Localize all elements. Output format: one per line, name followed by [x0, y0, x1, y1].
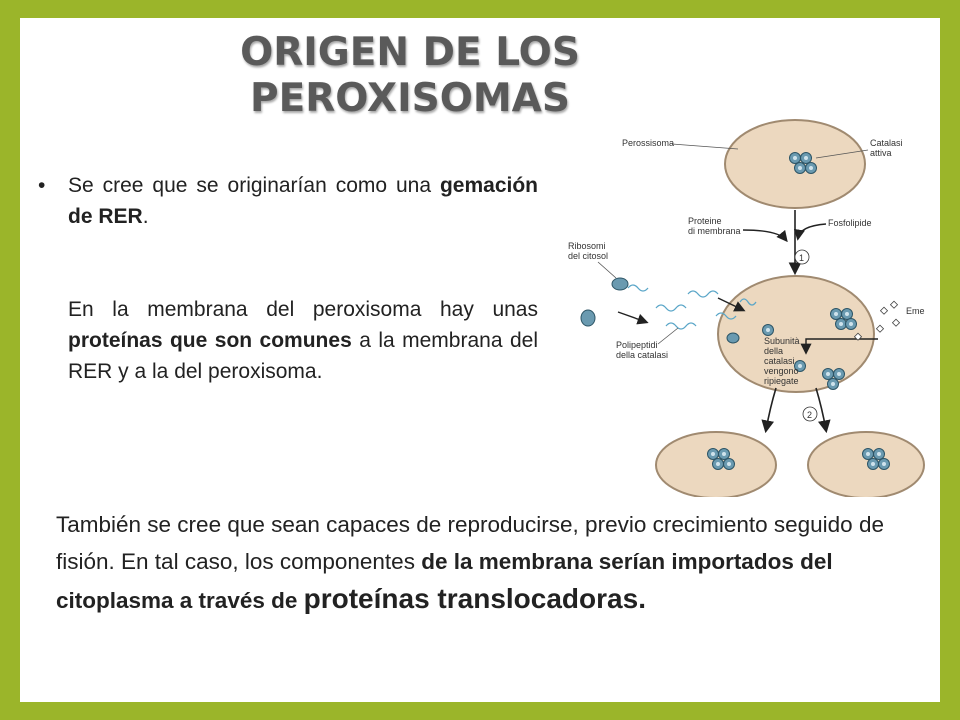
label-subunita-2: della — [764, 346, 783, 356]
top-peroxisome — [724, 119, 866, 209]
title-line-2: PEROXISOMAS — [250, 76, 570, 121]
step-2-label: 2 — [807, 410, 812, 420]
p1-text-before: Se cree que se originarían como una — [68, 174, 440, 197]
bullet-marker: • — [38, 174, 46, 197]
p3-bold-1: de la membrana serían importados del cit… — [56, 549, 833, 613]
p2-text-1: En la membrana del peroxisoma hay unas — [68, 298, 538, 321]
ribosomes — [580, 277, 740, 344]
label-polipeptidi-2: della catalasi — [616, 350, 668, 360]
p3-text-end: . — [638, 583, 646, 614]
label-catalasi-1: Catalasi — [870, 138, 903, 148]
heme-molecules — [853, 300, 901, 341]
slide-title: ORIGEN DE LOS PEROXISOMAS — [210, 30, 610, 122]
membrane-paragraph: En la membrana del peroxisoma hay unas p… — [68, 294, 538, 387]
label-fosfolipide: Fosfolipide — [828, 218, 872, 228]
label-subunita-5: ripiegate — [764, 376, 799, 386]
p1-text-after: . — [142, 205, 149, 228]
p2-text-2: a la membrana del RER y a la del peroxis… — [68, 329, 538, 383]
step-1-label: 1 — [799, 253, 804, 263]
bullet-paragraph: • Se cree que se originarían como una ge… — [38, 170, 538, 232]
label-proteine-1: Proteine — [688, 216, 722, 226]
p3-bold-large: proteínas translocadoras — [303, 583, 639, 614]
label-subunita-1: Subunità — [764, 336, 800, 346]
label-eme: Eme — [906, 306, 925, 316]
label-subunita-3: catalasi — [764, 356, 795, 366]
p3-text-1: También se cree que sean capaces de repr… — [56, 512, 884, 574]
label-perossisoma: Perossisoma — [622, 138, 674, 148]
daughter-peroxisome-right — [807, 431, 925, 497]
middle-peroxisome — [717, 275, 875, 393]
reproduction-paragraph: También se cree que sean capaces de repr… — [56, 506, 901, 619]
p2-bold-1: proteínas que son comunes — [68, 329, 352, 352]
peroxisome-diagram: Perossisoma Catalasi attiva Proteine di … — [568, 119, 925, 497]
label-ribosomi-2: del citosol — [568, 251, 608, 261]
label-proteine-2: di membrana — [688, 226, 741, 236]
title-line-1: ORIGEN DE LOS — [240, 30, 580, 75]
slide: ORIGEN DE LOS PEROXISOMAS • Se cree que … — [20, 18, 940, 702]
label-subunita-4: vengono — [764, 366, 799, 376]
label-ribosomi-1: Ribosomi — [568, 241, 606, 251]
label-polipeptidi-1: Polipeptidi — [616, 340, 658, 350]
polypeptide-chains — [627, 284, 757, 330]
p1-bold: gemación de RER — [68, 174, 538, 228]
label-catalasi-2: attiva — [870, 148, 892, 158]
